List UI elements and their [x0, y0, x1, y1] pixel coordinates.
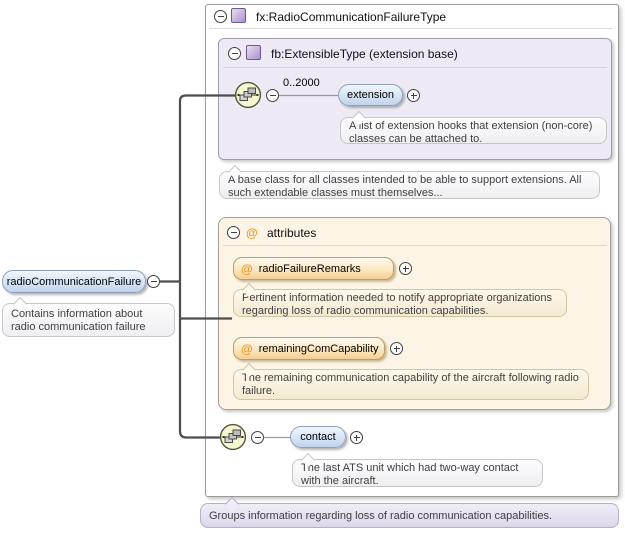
- complex-type-icon: [246, 45, 261, 60]
- expand-icon[interactable]: [407, 89, 420, 102]
- tooltip-extension-base: A base class for all classes intended to…: [219, 164, 600, 199]
- expand-icon[interactable]: [390, 342, 403, 355]
- expand-icon[interactable]: [350, 431, 363, 444]
- element-extension[interactable]: extension: [338, 84, 403, 106]
- header-divider: [223, 67, 607, 68]
- tooltip-text: Groups information regarding loss of rad…: [209, 510, 553, 522]
- complex-type-title: fx:RadioCommunicationFailureType: [256, 10, 447, 24]
- tooltip-radioCommunicationFailure: Contains information about radio communi…: [2, 296, 175, 337]
- tooltip-text: The remaining communication capability o…: [242, 372, 579, 397]
- tooltip-text: A list of extension hooks that extension…: [349, 120, 593, 145]
- expand-icon[interactable]: [399, 262, 412, 275]
- collapse-icon[interactable]: [227, 226, 240, 239]
- collapse-icon[interactable]: [266, 89, 279, 102]
- attribute-label: radioFailureRemarks: [258, 262, 361, 275]
- header-divider: [223, 245, 607, 246]
- element-radioCommunicationFailure[interactable]: radioCommunicationFailure: [2, 270, 146, 293]
- element-label: contact: [300, 431, 336, 443]
- collapse-icon[interactable]: [214, 10, 227, 23]
- sequence-icon[interactable]: [233, 81, 263, 109]
- element-label: extension: [346, 89, 395, 101]
- sequence-icon[interactable]: [218, 423, 248, 451]
- attribute-group-icon: @: [246, 226, 258, 240]
- header-divider: [209, 28, 612, 29]
- attribute-radioFailureRemarks[interactable]: @ radioFailureRemarks: [233, 257, 394, 280]
- element-contact[interactable]: contact: [290, 426, 346, 448]
- tooltip-extension: A list of extension hooks that extension…: [340, 110, 607, 145]
- callout-tail: [224, 496, 240, 511]
- tooltip-remainingComCapability: The remaining communication capability o…: [233, 362, 589, 400]
- attribute-remainingComCapability[interactable]: @ remainingComCapability: [233, 337, 385, 360]
- extension-base-title: fb:ExtensibleType (extension base): [271, 47, 458, 61]
- tooltip-text: Contains information about radio communi…: [11, 308, 146, 333]
- tooltip-text: A base class for all classes intended to…: [228, 174, 582, 199]
- tooltip-contact: The last ATS unit which had two-way cont…: [292, 452, 543, 487]
- cardinality-label: 0..2000: [283, 77, 320, 89]
- tooltip-group: Groups information regarding loss of rad…: [200, 496, 619, 528]
- collapse-icon[interactable]: [251, 431, 264, 444]
- complex-type-icon: [231, 8, 246, 23]
- tooltip-text: The last ATS unit which had two-way cont…: [301, 462, 519, 487]
- attribute-icon: @: [241, 341, 253, 356]
- attribute-label: remainingComCapability: [258, 342, 379, 355]
- tooltip-radioFailureRemarks: Pertinent information needed to notify a…: [233, 282, 567, 317]
- collapse-icon[interactable]: [147, 275, 160, 288]
- collapse-icon[interactable]: [228, 47, 241, 60]
- element-label: radioCommunicationFailure: [6, 275, 142, 288]
- attributes-title: attributes: [267, 226, 317, 240]
- tooltip-text: Pertinent information needed to notify a…: [242, 292, 553, 317]
- attribute-icon: @: [241, 261, 253, 276]
